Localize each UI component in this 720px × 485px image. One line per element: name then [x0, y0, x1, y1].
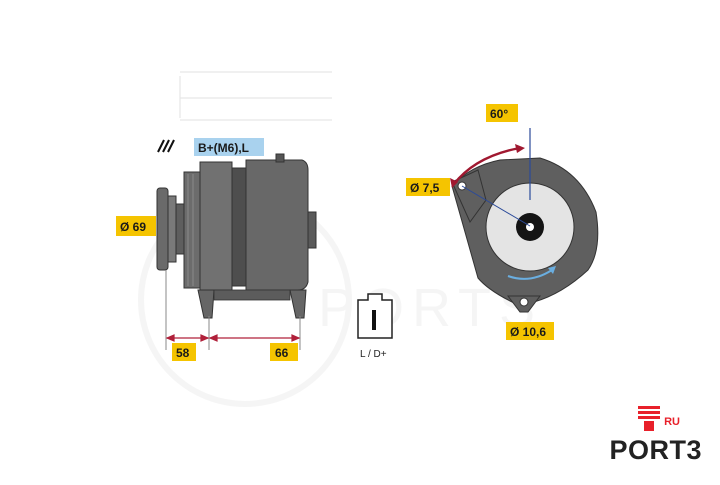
rear-terminal [307, 211, 317, 249]
mount-foot-rear [289, 289, 307, 319]
rear-housing [245, 159, 309, 291]
dim-right-label: 66 [275, 346, 289, 360]
dim-right-callout: 66 [270, 343, 298, 361]
connector-pin [372, 310, 376, 330]
connector-symbol: L / D+ [357, 293, 393, 360]
lower-mount-hole [519, 297, 529, 307]
pulley-outer [156, 187, 169, 271]
brand-name: PORT3 [609, 435, 702, 465]
angle-axis [461, 185, 531, 227]
piston-icon [638, 406, 660, 431]
stator [231, 167, 247, 287]
header-rules [179, 71, 332, 121]
angle-callout: 60° [486, 104, 518, 122]
rotation-arrow [507, 269, 553, 280]
terminal-callout: B+(M6),L [157, 138, 264, 156]
angle-label: 60° [490, 107, 508, 121]
dim-left-callout: 58 [172, 343, 196, 361]
hole-large-callout: Ø 10,6 [506, 322, 554, 340]
dim-left-label: 58 [176, 346, 190, 360]
pulley-diameter-label: Ø 69 [120, 220, 146, 234]
side-view [156, 153, 317, 319]
pulley-groove [167, 195, 177, 263]
hatch-icon [157, 139, 175, 153]
hole-small-label: Ø 7,5 [410, 181, 440, 195]
terminal-label: B+(M6),L [198, 141, 249, 155]
hole-large-label: Ø 10,6 [510, 325, 546, 339]
pulley-diameter-bg [116, 216, 156, 236]
front-housing [199, 161, 233, 291]
terminal-stud [275, 153, 285, 163]
front-fan [183, 171, 201, 289]
terminal-label-bg [194, 138, 264, 156]
dimension-lines [165, 270, 301, 350]
brand-ru: RU [664, 416, 680, 428]
mount-foot-front [197, 289, 215, 319]
angle-arc [453, 146, 521, 185]
hole-small-callout: Ø 7,5 [406, 178, 450, 196]
front-view [450, 128, 599, 313]
brand-logo: RU PORT3 [609, 402, 702, 466]
connector-label: L / D+ [360, 349, 387, 360]
pulley-diameter-callout: Ø 69 [116, 216, 156, 236]
